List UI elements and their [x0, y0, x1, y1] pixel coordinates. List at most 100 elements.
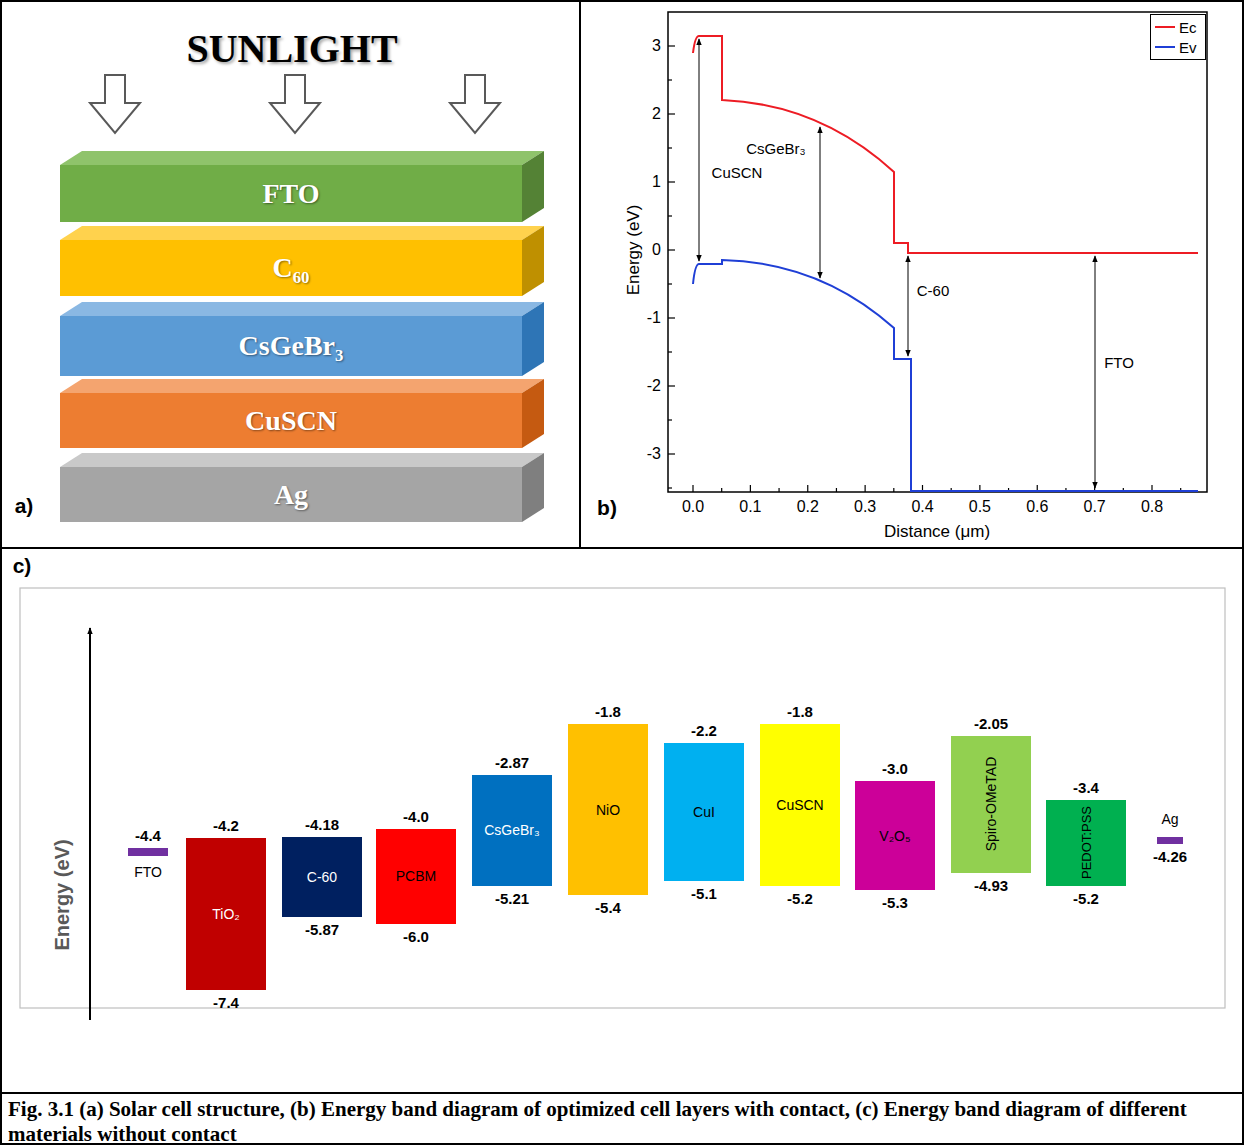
tick-label: 3 [652, 37, 661, 55]
axis-title: Energy (eV) [51, 839, 74, 950]
light-label: SUNLIGHT [186, 25, 397, 72]
band-box: -1.8CuSCN-5.2 [760, 724, 840, 886]
tick-label: -2 [647, 377, 661, 395]
layer-box: CuSCN [60, 393, 522, 448]
band-box: -4.18C-60-5.87 [282, 837, 362, 917]
legend-line-sample [1155, 42, 1175, 52]
layer-box: CsGeBr₃ [60, 316, 522, 376]
ev-curve [693, 260, 1198, 491]
legend-text: Ec [1179, 19, 1197, 36]
tick-label: 0.4 [911, 498, 933, 516]
panel-label: b) [597, 496, 617, 520]
layer-box: Ag [60, 467, 522, 522]
panel-divider [1, 1092, 1243, 1094]
tick-label: 0.7 [1084, 498, 1106, 516]
legend-entry: Ev [1155, 38, 1197, 56]
tick-label: 0 [652, 241, 661, 259]
plot-legend: EcEv [1150, 14, 1206, 60]
ec-curve [693, 36, 1198, 253]
band-level-label: -5.2 [1073, 890, 1099, 907]
band-level-label: -3.0 [882, 760, 908, 777]
material-name: NiO [596, 802, 620, 818]
legend-text: Ev [1179, 39, 1197, 56]
layer-name: CuSCN [245, 405, 337, 437]
panel-divider [1, 547, 1243, 549]
band-box: -4.2TiO₂-7.4 [186, 838, 266, 990]
plot-frame [668, 12, 1207, 492]
band-level-label: -1.8 [595, 703, 621, 720]
material-name: PCBM [396, 868, 436, 884]
panel-label: c) [13, 554, 32, 578]
tick-label: 0.2 [797, 498, 819, 516]
band-level-label: -5.21 [495, 890, 529, 907]
band-box: -2.2CuI-5.1 [664, 743, 744, 881]
band-level-label: FTO [134, 864, 162, 880]
band-level-label: -3.4 [1073, 779, 1099, 796]
band-level-label: Ag [1161, 811, 1178, 827]
layer-name: C₆₀ [272, 252, 309, 284]
band-level-label: -5.87 [305, 921, 339, 938]
tick-label: 0.5 [969, 498, 991, 516]
material-name: PEDOT:PSS [1079, 806, 1094, 879]
panel-c-frame [20, 588, 1225, 1008]
band-level-label: -4.18 [305, 816, 339, 833]
tick-label: 1 [652, 173, 661, 191]
tick-label: 0.8 [1141, 498, 1163, 516]
layer-label: FTO [1104, 354, 1134, 371]
band-level-label: -1.8 [787, 703, 813, 720]
gap-arrows [699, 39, 1095, 488]
band-level-label: -7.4 [213, 994, 239, 1011]
layer-label: C-60 [917, 282, 950, 299]
band-level-label: -4.0 [403, 808, 429, 825]
layer-name: CsGeBr₃ [239, 330, 344, 362]
band-level-label: -5.4 [595, 899, 621, 916]
band-level-label: -4.26 [1153, 848, 1187, 865]
band-box: -1.8NiO-5.4 [568, 724, 648, 895]
tick-label: 2 [652, 105, 661, 123]
legend-line-sample [1155, 22, 1175, 32]
band-level-label: -2.05 [974, 715, 1008, 732]
energy-axis [89, 628, 91, 1020]
sunlight-arrows [90, 75, 500, 133]
contact-level: -4.4FTO [128, 848, 168, 856]
band-level-label: -2.2 [691, 722, 717, 739]
panel-divider [579, 1, 581, 548]
band-level-label: -5.3 [882, 894, 908, 911]
material-name: CuI [693, 804, 715, 820]
band-box: -3.0V₂O₅-5.3 [855, 781, 935, 890]
contact-level: Ag-4.26 [1157, 837, 1183, 844]
band-level-label: -6.0 [403, 928, 429, 945]
band-level-label: -4.4 [135, 827, 161, 844]
layer-name: Ag [274, 479, 308, 511]
legend-entry: Ec [1155, 18, 1197, 36]
material-name: CuSCN [776, 797, 823, 813]
layer-faces [60, 151, 544, 522]
layer-box: FTO [60, 165, 522, 222]
material-name: C-60 [307, 869, 337, 885]
material-name: Spiro-OMeTAD [983, 757, 999, 852]
band-box: -3.4PEDOT:PSS-5.2 [1046, 800, 1126, 886]
tick-label: -3 [647, 445, 661, 463]
layer-label: CuSCN [712, 164, 763, 181]
figure-caption: Fig. 3.1 (a) Solar cell structure, (b) E… [8, 1097, 1236, 1145]
tick-label: 0.3 [854, 498, 876, 516]
material-name: TiO₂ [212, 906, 239, 922]
layer-box: C₆₀ [60, 240, 522, 296]
material-name: CsGeBr₃ [484, 822, 540, 838]
material-name: V₂O₅ [879, 828, 910, 844]
layer-name: FTO [262, 178, 319, 210]
band-level-label: -5.1 [691, 885, 717, 902]
tick-label: 0.1 [739, 498, 761, 516]
axis-title: Energy (eV) [624, 205, 644, 296]
tick-label: 0.6 [1026, 498, 1048, 516]
band-box: -2.05Spiro-OMeTAD-4.93 [951, 736, 1031, 873]
band-level-label: -5.2 [787, 890, 813, 907]
band-box: -4.0PCBM-6.0 [376, 829, 456, 924]
layer-label: CsGeBr₃ [746, 140, 805, 157]
axis-ticks [668, 46, 1181, 492]
axis-title: Distance (μm) [884, 522, 990, 542]
band-box: -2.87CsGeBr₃-5.21 [472, 775, 552, 886]
band-level-label: -4.93 [974, 877, 1008, 894]
